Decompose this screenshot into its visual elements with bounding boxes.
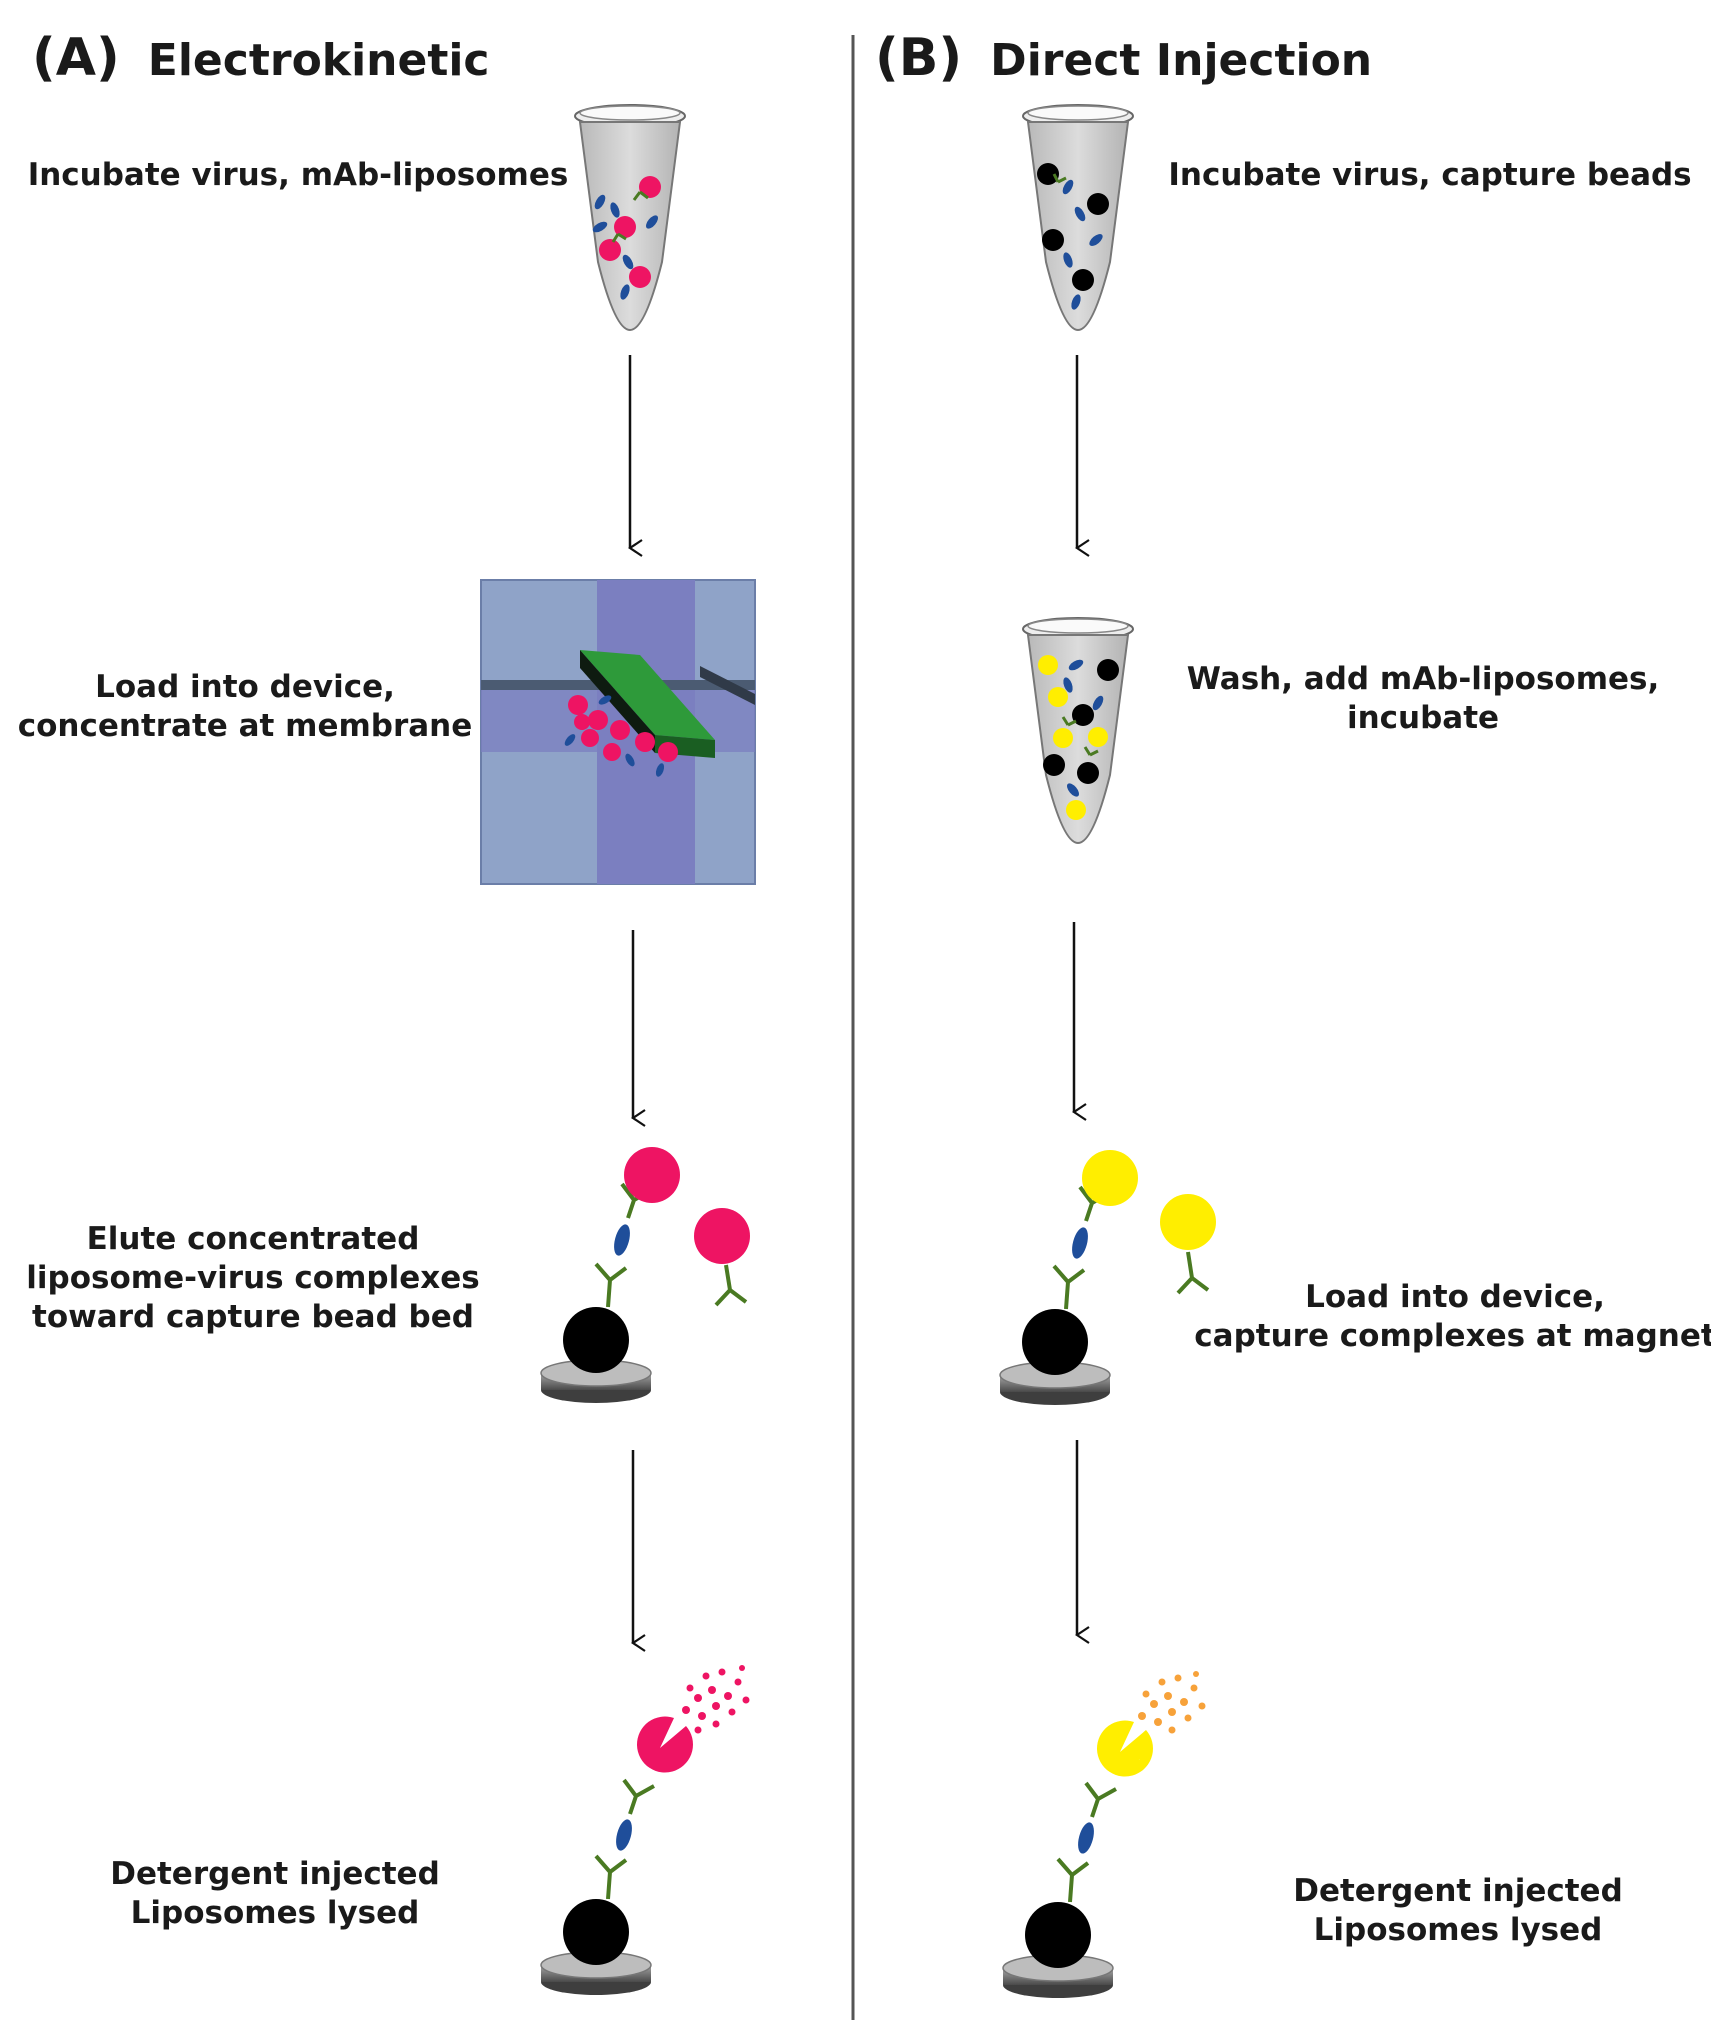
panel-a-step-2-label: Load into device, concentrate at membran… bbox=[17, 669, 473, 744]
liposome bbox=[1160, 1194, 1216, 1250]
panel-b-step-1-label: Incubate virus, capture beads bbox=[1168, 157, 1692, 193]
panel-b-lysed bbox=[1002, 1671, 1206, 1998]
panel-a-complex bbox=[540, 1147, 750, 1403]
panel-a-lysed bbox=[540, 1665, 750, 1995]
concentrated-liposomes bbox=[564, 695, 678, 777]
capture-bead bbox=[1022, 1309, 1088, 1375]
liposome-virus-mix bbox=[592, 176, 661, 300]
capture-bed-disc bbox=[540, 1951, 652, 1995]
capture-bed-disc bbox=[540, 1359, 652, 1403]
panel-b-complex bbox=[999, 1150, 1216, 1405]
panel-a-tube bbox=[574, 104, 686, 331]
liposome bbox=[624, 1147, 680, 1203]
panel-a-device bbox=[480, 579, 756, 885]
lysed-liposome bbox=[1096, 1720, 1153, 1777]
panel-b-step-4-label: Detergent injected Liposomes lysed bbox=[1293, 1873, 1623, 1948]
lysed-liposome bbox=[636, 1716, 693, 1773]
liposome bbox=[1082, 1150, 1138, 1206]
panel-b-tube bbox=[1022, 104, 1134, 331]
panel-a-step-1-label: Incubate virus, mAb-liposomes bbox=[27, 157, 569, 193]
bead-liposome-mix bbox=[1038, 655, 1119, 820]
panel-b-step-2-label: Wash, add mAb-liposomes, incubate bbox=[1186, 661, 1660, 736]
capture-bead bbox=[563, 1307, 629, 1373]
virus-bead-mix bbox=[1037, 163, 1109, 310]
panel-a-step-3-label: Elute concentrated liposome-virus comple… bbox=[26, 1221, 480, 1335]
panel-a-title: Electrokinetic bbox=[147, 35, 490, 86]
capture-bead bbox=[563, 1899, 629, 1965]
panel-a-step-4-label: Detergent injected Liposomes lysed bbox=[110, 1856, 440, 1931]
panel-b-title: Direct Injection bbox=[990, 35, 1373, 86]
released-marker bbox=[682, 1665, 750, 1734]
panel-b-header: (B) Direct Injection bbox=[875, 28, 1372, 88]
panel-a-letter: (A) bbox=[32, 28, 120, 88]
panel-b-letter: (B) bbox=[875, 28, 963, 88]
panel-b-step-3-label: Load into device, capture complexes at m… bbox=[1194, 1279, 1711, 1354]
released-marker bbox=[1138, 1671, 1206, 1734]
panel-a-header: (A) Electrokinetic bbox=[32, 28, 490, 88]
capture-bead bbox=[1025, 1902, 1091, 1968]
liposome bbox=[694, 1208, 750, 1264]
panel-b-tube-wash bbox=[1022, 617, 1134, 844]
